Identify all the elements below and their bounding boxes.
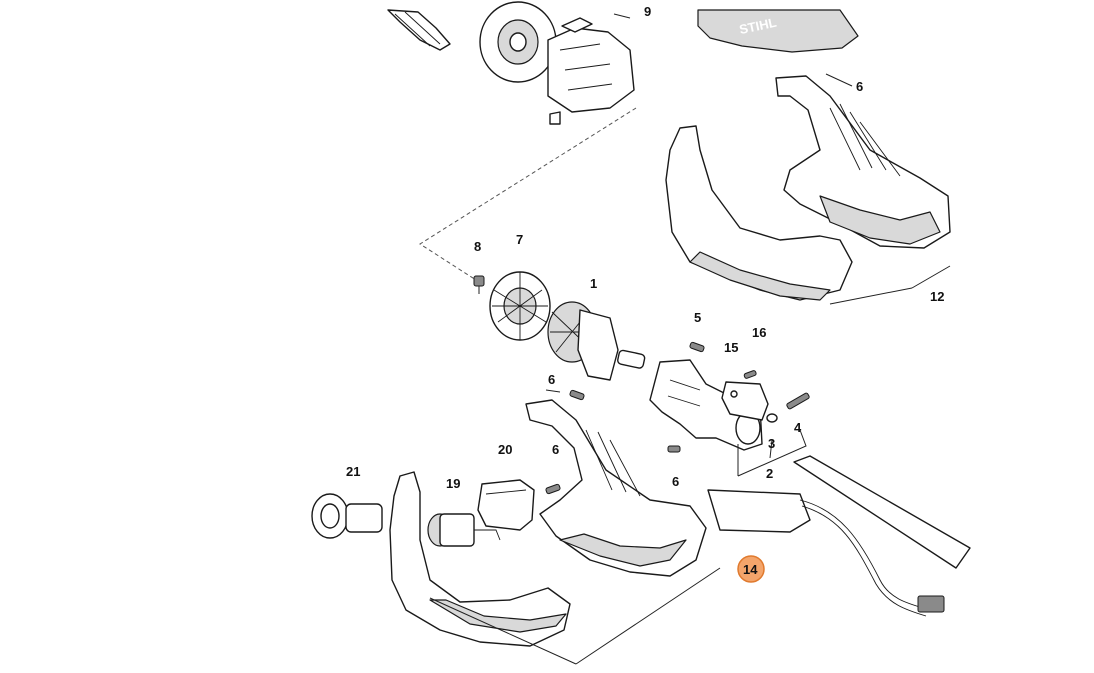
cover-plate-20 [477,479,535,531]
lower-housing-left [389,471,571,647]
callout-labels: 9 6 8 7 12 1 5 16 15 6 4 3 2 6 20 6 21 1… [346,4,944,491]
leader-lines [429,13,951,665]
callout-14: 14 [743,562,758,577]
callout-15: 15 [724,340,738,355]
dashed-leaders [419,107,637,281]
callout-21: 21 [346,464,360,479]
upper-housing-shell [665,75,951,301]
handle-rod [793,455,971,569]
callout-2: 2 [766,466,773,481]
fan-wheel [489,271,551,341]
callout-4: 4 [794,420,802,435]
switch-cable-assembly [707,489,945,617]
callout-8: 8 [474,239,481,254]
callout-5: 5 [694,310,701,325]
small-fasteners [545,341,810,495]
callout-6-left: 6 [552,442,559,457]
gear-housing [649,359,763,451]
top-cover: STIHL [697,9,859,53]
callout-1: 1 [590,276,597,291]
motor-armature [547,301,646,381]
screw-8 [473,275,485,294]
callout-7: 7 [516,232,523,247]
callout-6-top: 6 [856,79,863,94]
socket-19 [427,513,501,547]
lower-housing-right [525,399,707,577]
callout-12: 12 [930,289,944,304]
callout-6-lower: 6 [672,474,679,489]
callout-16: 16 [752,325,766,340]
callout-9: 9 [644,4,651,19]
callout-6-mid: 6 [548,372,555,387]
plate-15 [721,381,769,421]
callout-20: 20 [498,442,512,457]
callout-14-badge[interactable] [737,555,765,583]
callout-14-highlight[interactable]: 14 [737,555,765,583]
callout-3: 3 [768,436,775,451]
ring-21 [311,493,383,539]
fan-shroud-group [387,1,635,125]
callout-19: 19 [446,476,460,491]
